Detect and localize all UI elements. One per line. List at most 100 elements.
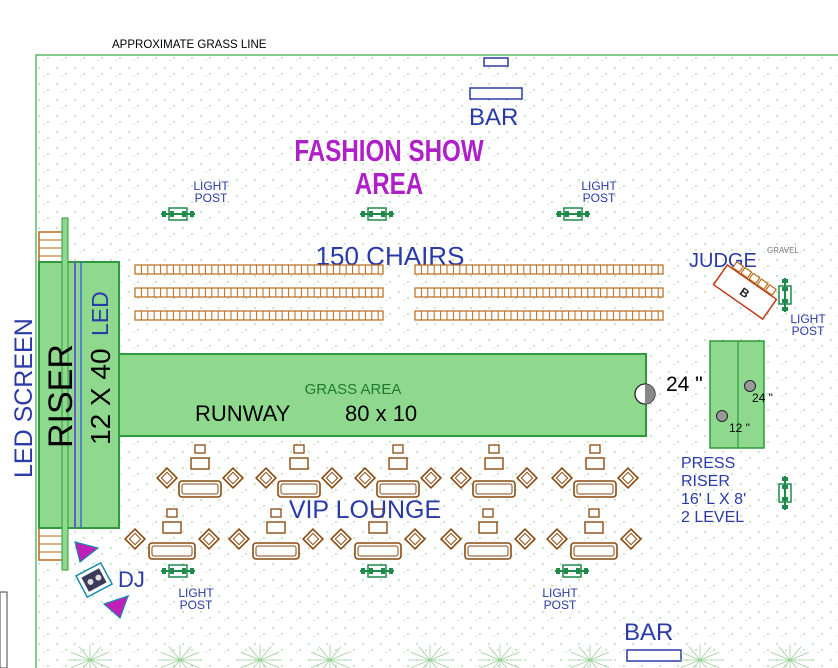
svg-text:LIGHT: LIGHT <box>790 312 826 326</box>
light-post-bottom-left: LIGHT POST <box>178 586 214 612</box>
lounge-chair <box>329 527 353 551</box>
runway-size-label: 80 x 10 <box>345 401 417 426</box>
bar-bottom-label: BAR <box>624 619 673 646</box>
chair-row <box>134 287 384 298</box>
lounge-sofa <box>376 480 420 498</box>
light-post-fixture <box>555 564 589 578</box>
lounge-chair <box>515 466 539 490</box>
lounge-sofa <box>573 480 617 498</box>
riser-platform <box>38 261 120 529</box>
shrub <box>308 644 352 668</box>
bar-bottom-table <box>626 649 682 662</box>
riser-size-label: 12 X 40 <box>85 348 116 445</box>
lounge-chair <box>545 527 569 551</box>
tree-marker <box>634 383 656 405</box>
lounge-table <box>388 444 408 470</box>
lounge-table <box>266 508 286 534</box>
chair-row <box>134 310 384 321</box>
grass-area-label: GRASS AREA <box>305 381 402 398</box>
fashion-show-title: FASHION SHOW <box>294 133 484 168</box>
shrub <box>768 644 812 668</box>
lounge-chair <box>301 527 325 551</box>
lounge-chair <box>619 527 643 551</box>
lounge-sofa <box>178 480 222 498</box>
lounge-chair <box>320 466 344 490</box>
lounge-chair <box>419 466 443 490</box>
speaker-top <box>74 541 100 564</box>
lounge-table <box>584 508 604 534</box>
gravel-label: GRAVEL <box>767 246 799 255</box>
svg-text:LIGHT: LIGHT <box>542 586 578 600</box>
light-post-judge: LIGHT POST <box>790 312 826 338</box>
lounge-table <box>585 444 605 470</box>
light-post-fixture <box>161 564 195 578</box>
bar-top-table <box>469 87 523 100</box>
lounge-chair <box>439 527 463 551</box>
lounge-sofa <box>354 542 402 560</box>
svg-text:RISER: RISER <box>681 473 730 490</box>
svg-text:16' L X 8': 16' L X 8' <box>681 491 746 508</box>
light-post-top-left: LIGHT POST <box>193 179 229 205</box>
lounge-chair <box>254 466 278 490</box>
judge-table: B <box>712 261 778 321</box>
svg-text:POST: POST <box>583 191 616 205</box>
lounge-sofa <box>277 480 321 498</box>
svg-text:POST: POST <box>792 324 825 338</box>
light-post-fixture <box>556 207 590 221</box>
riser-label: RISER <box>42 344 80 448</box>
light-post-fixture <box>161 207 195 221</box>
grass-line <box>35 54 838 668</box>
press-riser-label: PRESS RISER 16' L X 8' 2 LEVEL <box>681 455 746 526</box>
lounge-table <box>478 508 498 534</box>
lounge-chair <box>403 527 427 551</box>
lounge-chair <box>197 527 221 551</box>
lounge-chair <box>221 466 245 490</box>
lounge-sofa <box>148 542 196 560</box>
lounge-chair <box>155 466 179 490</box>
lounge-table <box>289 444 309 470</box>
green-strip-left <box>61 217 69 571</box>
lounge-chair <box>513 527 537 551</box>
press-marker-24: 24 " <box>744 380 773 405</box>
svg-text:POST: POST <box>195 191 228 205</box>
svg-text:2 LEVEL: 2 LEVEL <box>681 509 744 526</box>
chair-row <box>414 287 664 298</box>
lounge-sofa <box>464 542 512 560</box>
light-post-fixture <box>360 564 394 578</box>
dj-label: DJ <box>118 567 145 592</box>
svg-text:POST: POST <box>544 598 577 612</box>
vip-lounge-label: VIP LOUNGE <box>289 496 441 524</box>
runway-label: RUNWAY <box>195 401 291 426</box>
lounge-chair <box>616 466 640 490</box>
bar-top-counter <box>483 57 509 67</box>
chair-row <box>414 310 664 321</box>
svg-text:POST: POST <box>180 598 213 612</box>
shrub <box>568 644 612 668</box>
runway <box>118 353 647 437</box>
light-post-top-right: LIGHT POST <box>581 179 617 205</box>
speaker-bottom <box>102 595 129 620</box>
lounge-chair <box>123 527 147 551</box>
lounge-chair <box>353 466 377 490</box>
bar-top-label: BAR <box>469 104 518 131</box>
grass-line-label: APPROXIMATE GRASS LINE <box>112 39 267 51</box>
tree-size-label: 24 " <box>666 373 703 396</box>
shrubs <box>68 644 812 668</box>
svg-text:24 ": 24 " <box>752 391 773 405</box>
light-post-fixture <box>778 476 792 510</box>
chair-row <box>414 264 664 275</box>
svg-text:PRESS: PRESS <box>681 455 735 472</box>
light-post-fixture <box>778 278 792 312</box>
chair-row <box>134 264 384 275</box>
shrub <box>408 644 452 668</box>
shrub <box>158 644 202 668</box>
lounge-sofa <box>252 542 300 560</box>
light-post-bottom-right: LIGHT POST <box>542 586 578 612</box>
lounge-chair <box>449 466 473 490</box>
lounge-chair <box>227 527 251 551</box>
svg-text:LIGHT: LIGHT <box>178 586 214 600</box>
dj-booth <box>74 561 114 599</box>
svg-text:12 ": 12 " <box>729 421 750 435</box>
vip-lounge-furniture <box>123 444 643 560</box>
